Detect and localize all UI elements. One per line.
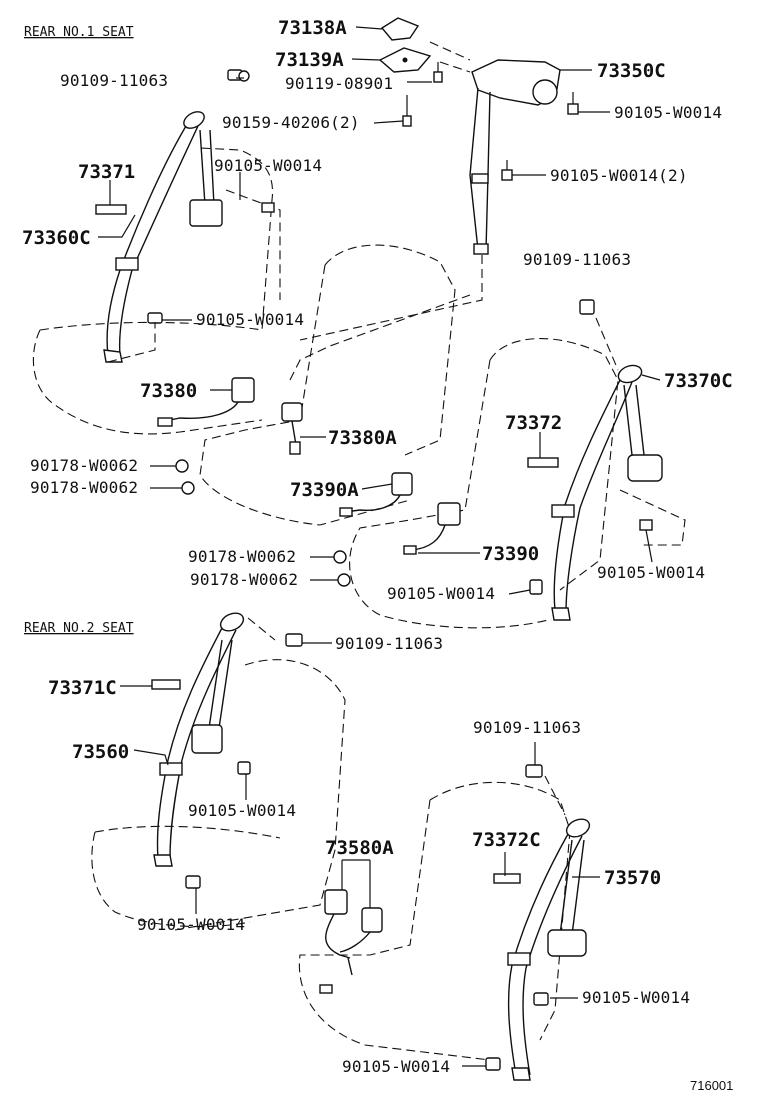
- figure-id: 716001: [690, 1078, 733, 1093]
- section-title-rear-no2: REAR NO.2 SEAT: [24, 621, 134, 636]
- part-label-90178-w0062: 90178-W0062: [188, 547, 296, 566]
- part-label-90105-w0014: 90105-W0014: [137, 915, 245, 934]
- bracket-73139a: [378, 47, 432, 73]
- rear-no1-left-seat-outline: [32, 147, 281, 435]
- leader-dash: [107, 322, 156, 363]
- nut-icon: [181, 481, 195, 495]
- leader-dash: [247, 617, 276, 641]
- buckle-73380: [157, 377, 255, 427]
- bracket-73138a: [380, 17, 420, 41]
- part-label-90105-w0014: 90105-W0014: [387, 584, 495, 603]
- bolt-icon: [237, 761, 251, 775]
- part-label-73380: 73380: [140, 380, 197, 402]
- leader-dash: [299, 255, 483, 341]
- bolt-icon: [579, 299, 595, 315]
- part-label-90105-w0014: 90105-W0014: [342, 1057, 450, 1076]
- nut-icon: [333, 550, 347, 564]
- part-label-90119-08901: 90119-08901: [285, 74, 393, 93]
- part-label-73138a: 73138A: [278, 17, 347, 39]
- part-label-73372: 73372: [505, 412, 562, 434]
- seat-belt-73570: [507, 818, 591, 1081]
- bolt-icon: [261, 202, 275, 213]
- part-label-90109-11063: 90109-11063: [473, 718, 581, 737]
- bolt-icon: [529, 579, 543, 595]
- bolt-icon: [402, 95, 412, 127]
- part-label-73370c: 73370C: [664, 370, 733, 392]
- part-label-73139a: 73139A: [275, 49, 344, 71]
- leader-dash: [429, 41, 471, 61]
- bolt-icon: [639, 519, 653, 531]
- leader-dash: [595, 317, 619, 371]
- plate-73371c: [151, 679, 181, 690]
- part-label-73580a: 73580A: [325, 837, 394, 859]
- nut-icon: [175, 459, 189, 473]
- leader-dash: [439, 61, 471, 73]
- seat-belt-73560: [153, 612, 245, 867]
- seat-belt-73360c: [103, 111, 223, 363]
- plate-73372c: [493, 873, 521, 884]
- part-label-73390: 73390: [482, 543, 539, 565]
- bolt-icon: [433, 62, 443, 83]
- part-label-90105-w0014: 90105-W0014: [597, 563, 705, 582]
- part-label-73371c: 73371C: [48, 677, 117, 699]
- rear-no2-left-seat-outline: [91, 659, 346, 931]
- nut-icon: [337, 573, 351, 587]
- part-label-73371: 73371: [78, 161, 135, 183]
- retractor-73350c: [469, 59, 561, 255]
- bolt-icon: [285, 633, 303, 647]
- part-label-90159-40206: 90159-40206(2): [222, 113, 360, 132]
- bolt-icon: [567, 92, 579, 115]
- leader-lines: [98, 26, 661, 1067]
- part-label-90178-w0062: 90178-W0062: [30, 456, 138, 475]
- section-title-rear-no1: REAR NO.1 SEAT: [24, 25, 134, 40]
- seat-belt-73370c: [551, 364, 663, 621]
- part-label-90105-w0014: 90105-W0014: [214, 156, 322, 175]
- part-label-90109-11063: 90109-11063: [335, 634, 443, 653]
- rear-no1-right-seat-outline: [349, 338, 686, 629]
- part-label-73360c: 73360C: [22, 227, 91, 249]
- part-label-73380a: 73380A: [328, 427, 397, 449]
- bolt-icon: [525, 764, 543, 778]
- part-label-73570: 73570: [604, 867, 661, 889]
- part-label-90105-w0014: 90105-W0014: [196, 310, 304, 329]
- bolt-icon: [147, 312, 163, 324]
- part-label-90105-w0014: 90105-W0014: [614, 103, 722, 122]
- part-label-90105-w0014: 90105-W0014: [582, 988, 690, 1007]
- plate-73371: [95, 204, 127, 215]
- bolt-icon: [501, 160, 513, 181]
- bolt-icon: [485, 1057, 501, 1071]
- part-label-73372c: 73372C: [472, 829, 541, 851]
- part-label-90109-11063: 90109-11063: [523, 250, 631, 269]
- part-label-90178-w0062: 90178-W0062: [190, 570, 298, 589]
- bolt-icon: [533, 992, 549, 1006]
- buckle-73390: [403, 502, 461, 555]
- bolt-icon: [227, 69, 250, 82]
- part-label-90105-w0014-2: 90105-W0014(2): [550, 166, 688, 185]
- rear-no2-right-seat-outline: [298, 781, 571, 1061]
- part-label-73560: 73560: [72, 741, 129, 763]
- part-label-73390a: 73390A: [290, 479, 359, 501]
- buckle-73380a: [281, 402, 303, 455]
- part-label-90178-w0062: 90178-W0062: [30, 478, 138, 497]
- part-label-90109-11063: 90109-11063: [60, 71, 168, 90]
- bolt-icon: [185, 875, 201, 889]
- rear-no1-center-seat-outline: [199, 244, 471, 526]
- plate-73372: [527, 457, 559, 468]
- part-label-73350c: 73350C: [597, 60, 666, 82]
- leader-dash: [544, 775, 566, 816]
- part-label-90105-w0014: 90105-W0014: [188, 801, 296, 820]
- buckle-73580a: [319, 889, 383, 994]
